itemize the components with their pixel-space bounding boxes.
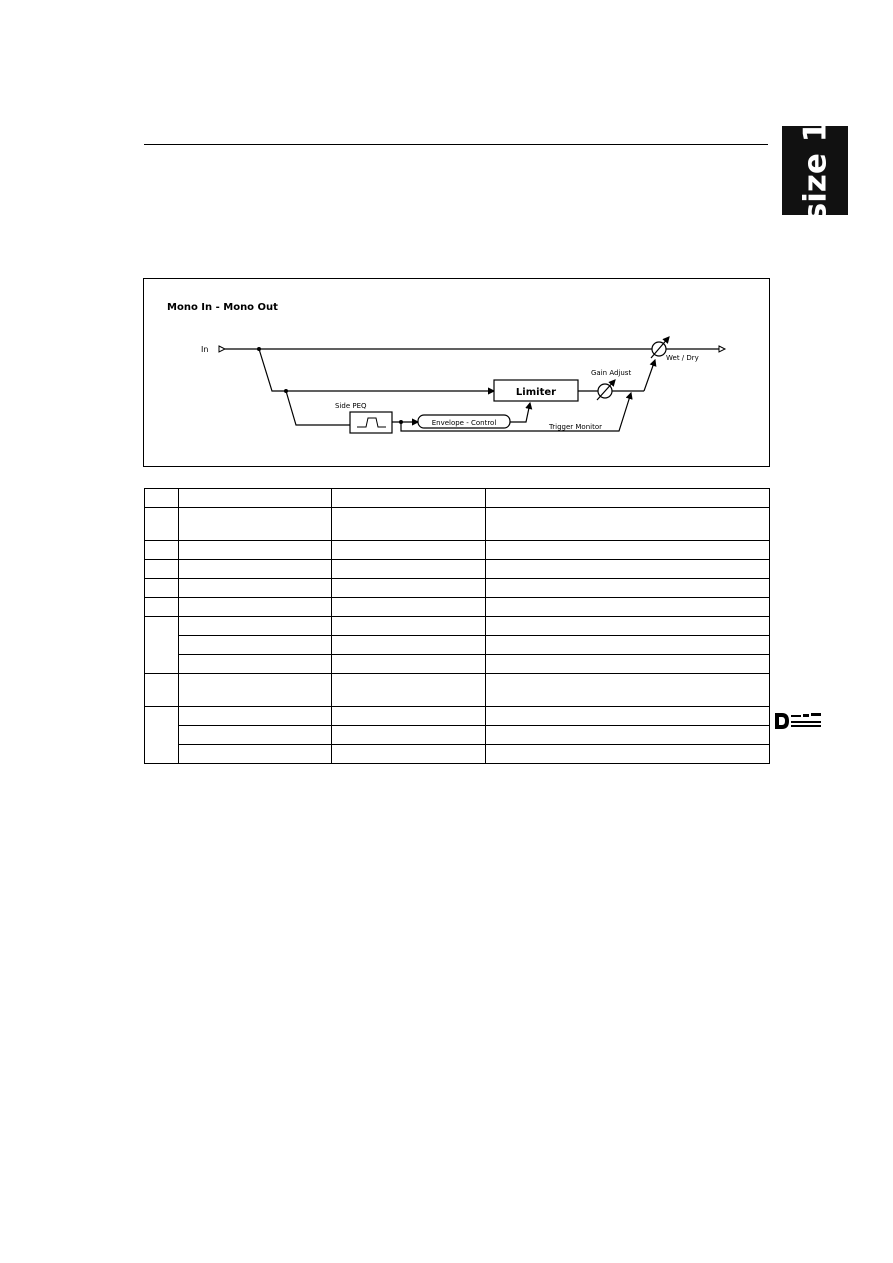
table-cell — [178, 597, 332, 617]
envelope-out-line — [510, 401, 533, 423]
top-rule — [144, 144, 768, 145]
table-cell — [144, 673, 179, 707]
table-row — [144, 559, 770, 579]
table-cell — [144, 706, 179, 764]
table-cell — [331, 706, 486, 726]
table-cell — [485, 488, 770, 508]
trigger-path — [400, 391, 633, 432]
wet-dry-arrow — [650, 336, 670, 359]
table-cell — [331, 725, 486, 745]
table-cell — [331, 507, 486, 541]
wet-dry-label: Wet / Dry — [666, 354, 699, 362]
table-cell — [178, 540, 332, 560]
chapter-tab: size 1 — [782, 120, 848, 221]
trigger-label: Trigger Monitor — [548, 423, 602, 431]
table-row — [144, 507, 770, 541]
table-cell — [485, 744, 770, 764]
table-row — [145, 635, 770, 655]
table-row — [144, 540, 770, 560]
table-cell — [178, 488, 332, 508]
gain-adjust-label: Gain Adjust — [591, 369, 631, 377]
table-row — [144, 578, 770, 598]
table-row — [144, 706, 770, 764]
table-cell — [485, 578, 770, 598]
input-port-icon — [218, 345, 227, 353]
table-cell — [331, 654, 486, 674]
table-cell — [485, 597, 770, 617]
table-cell — [178, 673, 332, 707]
table-cell — [485, 725, 770, 745]
filter-label: Side PEQ — [335, 402, 367, 410]
input-label: In — [201, 345, 208, 354]
table-cell — [485, 635, 770, 655]
diagram-title-text: Mono In - Mono Out — [167, 302, 278, 313]
table-cell — [178, 744, 332, 764]
logo-icon — [773, 711, 823, 731]
table-cell — [331, 673, 486, 707]
table-cell — [144, 540, 179, 560]
table-row — [145, 654, 770, 674]
signal-flow-diagram: Mono In - Mono Out In Limiter Gain Adjus… — [143, 278, 770, 467]
envelope-label: Envelope - Control — [432, 419, 497, 427]
table-cell — [485, 559, 770, 579]
table-cell — [144, 559, 179, 579]
table-cell — [178, 507, 332, 541]
output-port-icon — [718, 345, 727, 353]
table-cell — [178, 706, 332, 726]
table-cell — [485, 654, 770, 674]
wet-line — [643, 358, 657, 392]
limiter-path — [258, 348, 496, 395]
table-row — [145, 725, 770, 745]
table-cell — [178, 654, 332, 674]
chapter-tab-label: size 1 — [797, 120, 834, 221]
table-cell — [331, 488, 486, 508]
table-cell — [485, 706, 770, 726]
table-cell — [331, 635, 486, 655]
filter-box — [349, 411, 393, 434]
table-cell — [144, 578, 179, 598]
table-cell — [178, 635, 332, 655]
table-cell — [331, 559, 486, 579]
diagram-svg: Mono In - Mono Out In Limiter Gain Adjus… — [167, 302, 727, 434]
filter-peak-icon — [357, 417, 386, 428]
gain-adjust-arrow — [596, 379, 616, 401]
table-row — [144, 673, 770, 707]
table-row — [144, 597, 770, 617]
limiter-label: Limiter — [516, 387, 556, 398]
table-cell — [331, 540, 486, 560]
table-cell — [144, 488, 179, 508]
table-cell — [178, 559, 332, 579]
table-cell — [178, 578, 332, 598]
table-cell — [485, 616, 770, 636]
table-row — [145, 744, 770, 764]
table-cell — [485, 673, 770, 707]
table-cell — [331, 616, 486, 636]
sidechain-path — [285, 390, 350, 426]
table-cell — [331, 597, 486, 617]
table-cell — [331, 578, 486, 598]
table-row — [144, 616, 770, 674]
table-row — [144, 488, 770, 508]
table-cell — [485, 507, 770, 541]
table-cell — [331, 744, 486, 764]
table-cell — [178, 616, 332, 636]
table-cell — [178, 725, 332, 745]
table-cell — [144, 597, 179, 617]
parameter-table — [144, 488, 770, 764]
table-cell — [144, 616, 179, 674]
table-cell — [485, 540, 770, 560]
table-cell — [144, 507, 179, 541]
